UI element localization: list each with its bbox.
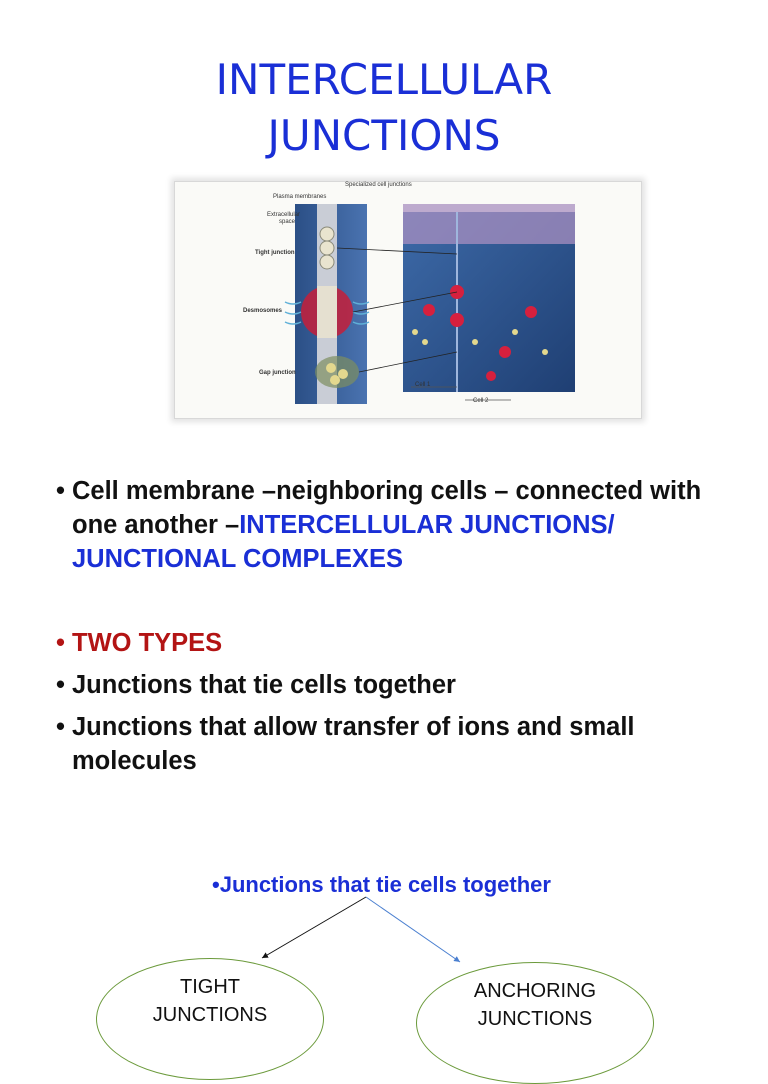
label-cell-1: Cell 1 bbox=[415, 382, 431, 388]
bullet-two-types: • TWO TYPES bbox=[56, 626, 736, 660]
label-cell-2: Cell 2 bbox=[473, 398, 489, 404]
oval-tight-line-2: JUNCTIONS bbox=[152, 1004, 268, 1026]
title-line-1: INTERCELLULAR bbox=[215, 55, 553, 104]
figure-header: Specialized cell junctions bbox=[345, 182, 412, 188]
bullet-tie-cells: • Junctions that tie cells together bbox=[56, 668, 736, 702]
oval-anchoring-junctions: ANCHORING JUNCTIONS bbox=[416, 962, 654, 1084]
label-extracellular-2: space bbox=[279, 219, 296, 225]
page-title: INTERCELLULAR JUNCTIONS bbox=[0, 52, 768, 164]
title-line-2: JUNCTIONS bbox=[267, 111, 501, 160]
junctions-illustration: Specialized cell junctions Plasma membra… bbox=[174, 181, 642, 419]
bullet-1-text: Cell membrane –neighboring cells – conne… bbox=[72, 477, 702, 539]
bullet-list: • Cell membrane –neighboring cells – con… bbox=[56, 474, 736, 778]
label-desmosomes: Desmosomes bbox=[243, 308, 283, 314]
bullet-4-text: Junctions that allow transfer of ions an… bbox=[72, 713, 635, 775]
oval-anchoring-line-1: ANCHORING bbox=[473, 980, 597, 1002]
bullet-1-highlight: INTERCELLULAR JUNCTIONS/ JUNCTIONAL COMP… bbox=[72, 511, 615, 573]
bullet-transfer-ions: • Junctions that allow transfer of ions … bbox=[56, 710, 736, 778]
junctions-diagram-svg bbox=[284, 204, 575, 404]
label-tight-junction: Tight junction bbox=[255, 250, 295, 256]
bullet-cell-membrane: • Cell membrane –neighboring cells – con… bbox=[56, 477, 702, 573]
oval-anchoring-line-2: JUNCTIONS bbox=[477, 1008, 593, 1030]
label-extracellular-1: Extracellular bbox=[267, 212, 301, 218]
oval-tight-line-1: TIGHT bbox=[180, 976, 240, 998]
arrow-to-anchoring bbox=[365, 896, 461, 963]
sub-bullet: •Junctions that tie cells together bbox=[212, 872, 551, 897]
bullet-3-text: Junctions that tie cells together bbox=[72, 671, 456, 699]
arrow-to-tight bbox=[261, 896, 367, 959]
label-gap-junction: Gap junction bbox=[259, 370, 296, 376]
label-plasma: Plasma membranes bbox=[273, 194, 327, 200]
bullet-2-text: TWO TYPES bbox=[72, 629, 223, 657]
sub-bullet-text: Junctions that tie cells together bbox=[219, 872, 551, 897]
oval-tight-junctions: TIGHT JUNCTIONS bbox=[96, 958, 324, 1080]
